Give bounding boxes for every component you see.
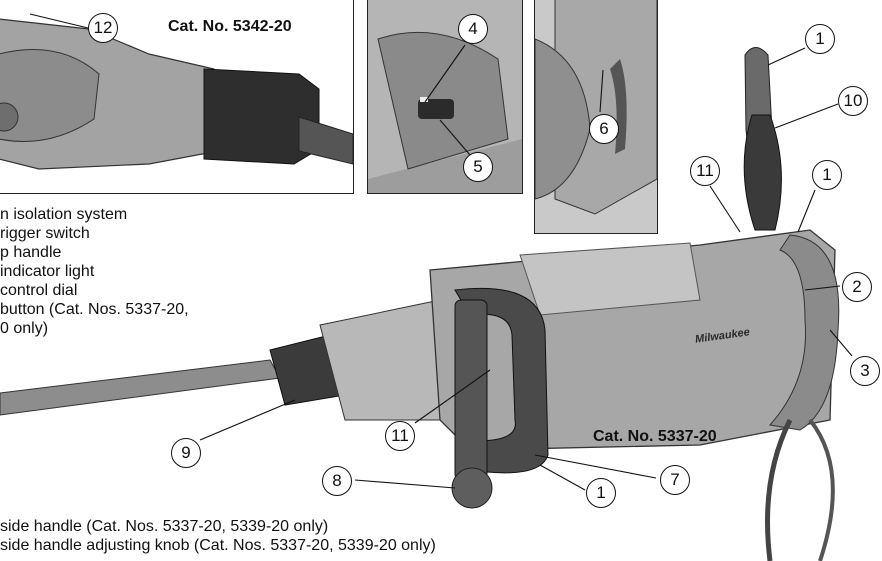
- legend-item-1: n isolation system: [0, 206, 128, 223]
- callout-1-low: 1: [586, 478, 616, 508]
- callout-2: 2: [842, 272, 872, 302]
- caption-cat-5342: Cat. No. 5342-20: [168, 18, 292, 35]
- callout-11-low: 11: [385, 421, 415, 451]
- legend-item-2: rigger switch: [0, 225, 90, 242]
- inset-5342-illustration: [0, 0, 353, 193]
- legend-item-6: button (Cat. Nos. 5337-20,: [0, 301, 189, 318]
- caption-cat-5337: Cat. No. 5337-20: [593, 428, 717, 445]
- callout-4: 4: [458, 14, 488, 44]
- legend-item-10: side handle (Cat. Nos. 5337-20, 5339-20 …: [0, 518, 329, 535]
- legend-item-4: indicator light: [0, 263, 95, 280]
- callout-9: 9: [171, 438, 201, 468]
- callout-12: 12: [88, 13, 118, 43]
- callout-11-top: 11: [690, 156, 720, 186]
- legend-top: n isolation system rigger switch p handl…: [0, 205, 189, 338]
- callout-5: 5: [463, 152, 493, 182]
- callout-10: 10: [838, 86, 868, 116]
- inset-controls: [367, 0, 523, 194]
- callout-7: 7: [660, 465, 690, 495]
- legend-bottom: side handle (Cat. Nos. 5337-20, 5339-20 …: [0, 517, 436, 555]
- callout-1-right: 1: [812, 160, 842, 190]
- inset-5342: [0, 0, 354, 194]
- callout-1-top: 1: [805, 24, 835, 54]
- legend-item-3: p handle: [0, 244, 62, 261]
- callout-8: 8: [322, 466, 352, 496]
- legend-item-11: side handle adjusting knob (Cat. Nos. 53…: [0, 537, 436, 554]
- inset-trigger: [534, 0, 658, 234]
- legend-item-5: control dial: [0, 282, 78, 299]
- callout-3: 3: [850, 356, 880, 386]
- callout-6: 6: [589, 114, 619, 144]
- legend-item-6-cont: 0 only): [0, 320, 49, 337]
- inset-controls-illustration: [368, 0, 522, 193]
